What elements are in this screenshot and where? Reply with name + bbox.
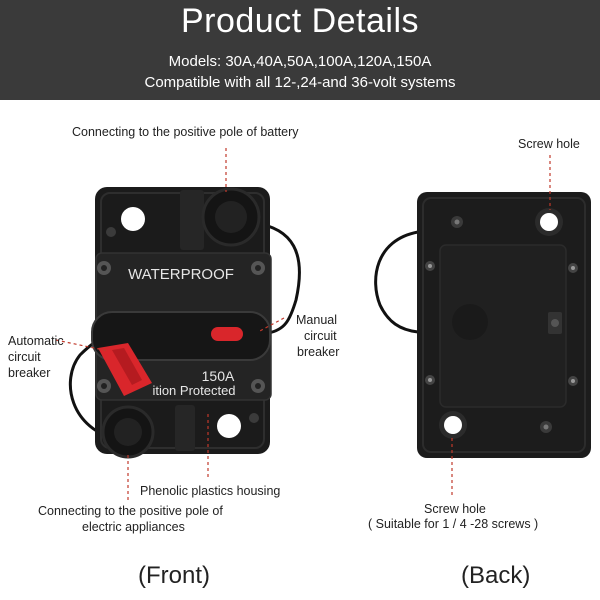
front-caption: (Front) <box>138 562 210 589</box>
callout-lines <box>55 148 551 500</box>
page-title: Product Details <box>180 2 420 40</box>
callout-auto-line1: Automatic <box>8 334 64 348</box>
callout-screw-hole-bottom: Screw hole <box>424 502 486 516</box>
callout-manual-line3: breaker <box>297 345 340 359</box>
front-mount-hole-bottom <box>217 414 241 438</box>
back-caption: (Back) <box>461 562 531 589</box>
back-wire <box>374 230 419 334</box>
back-device <box>374 192 591 458</box>
callout-manual-line2: circuit <box>304 329 337 343</box>
compatibility-text: Compatible with all 12-,24-and 36-volt s… <box>144 74 456 91</box>
callout-housing: Phenolic plastics housing <box>140 484 281 498</box>
callout-screw-note: ( Suitable for 1 / 4 -28 screws ) <box>368 517 539 531</box>
front-mount-hole-top <box>121 207 145 231</box>
front-wire-right <box>237 220 301 335</box>
front-waterproof-text: WATERPROOF <box>128 266 234 283</box>
manual-reset-button <box>211 327 243 341</box>
callout-positive-battery: Connecting to the positive pole of batte… <box>72 125 299 139</box>
front-lever-housing <box>91 311 271 361</box>
models-text: Models: 30A,40A,50A,100A,120A,150A <box>168 53 432 70</box>
callout-screw-hole-top: Screw hole <box>518 137 580 151</box>
front-rating-text: 150A <box>202 368 235 384</box>
callout-appliances-line1: Connecting to the positive pole of <box>38 504 223 518</box>
front-protected-text: ition Protected <box>152 383 235 398</box>
callout-auto-line2: circuit <box>8 350 41 364</box>
header-banner: Product Details Models: 30A,40A,50A,100A… <box>0 0 600 100</box>
front-device: WATERPROOF 150A ition Protected <box>68 187 301 459</box>
callout-manual-line1: Manual <box>296 313 337 327</box>
callout-appliances-line2: electric appliances <box>82 520 185 534</box>
callout-auto-line3: breaker <box>8 366 51 380</box>
